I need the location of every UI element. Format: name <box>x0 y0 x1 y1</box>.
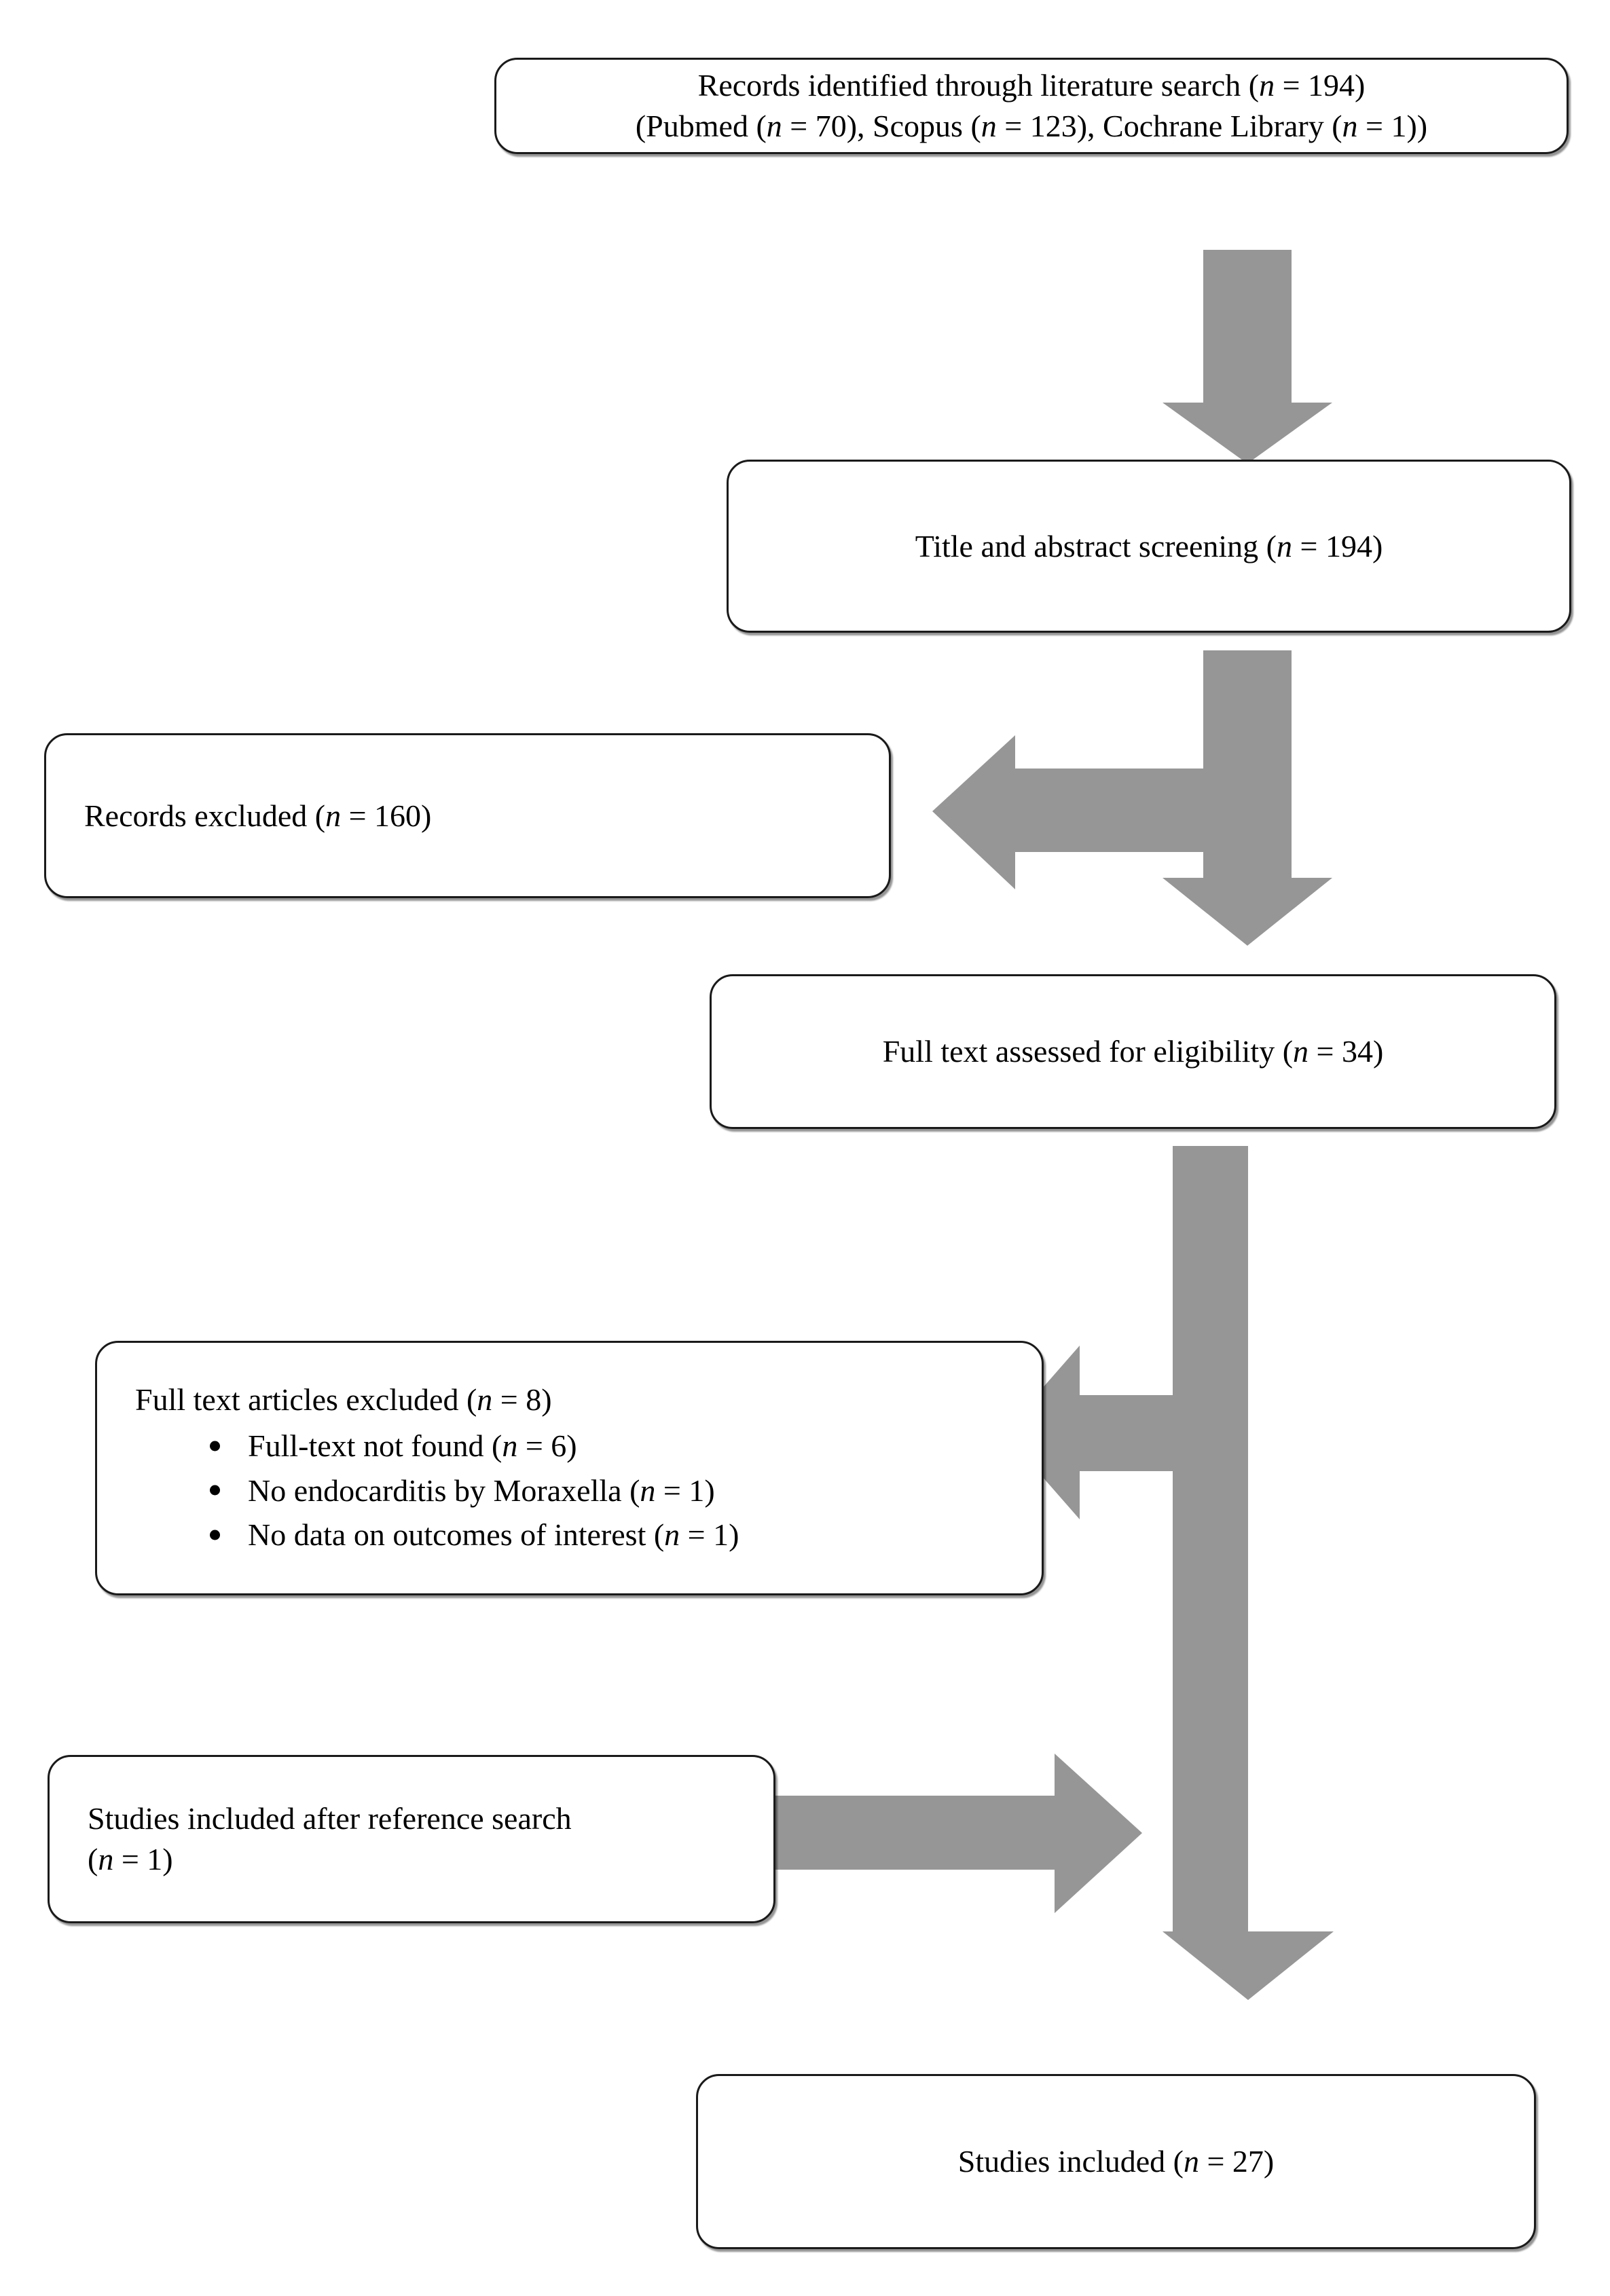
italic-n: n <box>1259 68 1275 103</box>
title-abstract-screening-text: Title and abstract screening (n = 194) <box>915 528 1383 563</box>
studies-included-box: Studies included (n = 27) <box>696 2074 1536 2249</box>
italic-n: n <box>98 1842 114 1876</box>
italic-n: n <box>664 1517 680 1553</box>
arrow-reference-search-to-included-icon <box>774 1754 1142 1913</box>
records-identified-line-1: Records identified through literature se… <box>697 68 1366 103</box>
bullet-dot-icon <box>210 1485 220 1496</box>
italic-n: n <box>981 109 997 143</box>
exclusion-reason-item: Full-text not found (n = 6) <box>206 1424 739 1468</box>
exclusion-reason-item: No endocarditis by Moraxella (n = 1) <box>206 1468 739 1513</box>
italic-n: n <box>325 798 342 833</box>
full-text-articles-excluded-heading: Full text articles excluded (n = 8) <box>135 1382 552 1417</box>
records-identified-line-2: (Pubmed (n = 70), Scopus (n = 123), Coch… <box>635 109 1428 143</box>
records-excluded-text: Records excluded (n = 160) <box>84 798 432 833</box>
arrow-screening-combined-icon <box>932 650 1332 946</box>
arrow-identified-to-screening-icon <box>1163 250 1332 464</box>
full-text-assessed-text: Full text assessed for eligibility (n = … <box>882 1034 1384 1069</box>
title-abstract-screening-box: Title and abstract screening (n = 194) <box>727 460 1571 633</box>
arrow-fulltext-combined-icon <box>1004 1146 1334 2000</box>
bullet-dot-icon <box>210 1441 220 1451</box>
full-text-assessed-box: Full text assessed for eligibility (n = … <box>710 974 1556 1129</box>
studies-after-reference-search-line-1: Studies included after reference search <box>88 1801 572 1836</box>
studies-after-reference-search-line-2: (n = 1) <box>88 1842 173 1876</box>
bullet-dot-icon <box>210 1530 220 1540</box>
studies-after-reference-search-box: Studies included after reference search … <box>48 1755 775 1923</box>
records-excluded-box: Records excluded (n = 160) <box>44 733 891 898</box>
italic-n: n <box>477 1382 493 1417</box>
italic-n: n <box>502 1428 518 1464</box>
italic-n: n <box>640 1473 656 1508</box>
italic-n: n <box>1342 109 1358 143</box>
exclusion-reason-item: No data on outcomes of interest (n = 1) <box>206 1513 739 1557</box>
full-text-articles-excluded-box: Full text articles excluded (n = 8) Full… <box>95 1341 1044 1595</box>
italic-n: n <box>1183 2144 1199 2179</box>
italic-n: n <box>1277 528 1292 563</box>
italic-n: n <box>1293 1034 1309 1069</box>
studies-included-text: Studies included (n = 27) <box>957 2144 1275 2179</box>
italic-n: n <box>766 109 782 143</box>
exclusion-reason-list: Full-text not found (n = 6) No endocardi… <box>97 1424 739 1557</box>
records-identified-box: Records identified through literature se… <box>494 58 1569 154</box>
